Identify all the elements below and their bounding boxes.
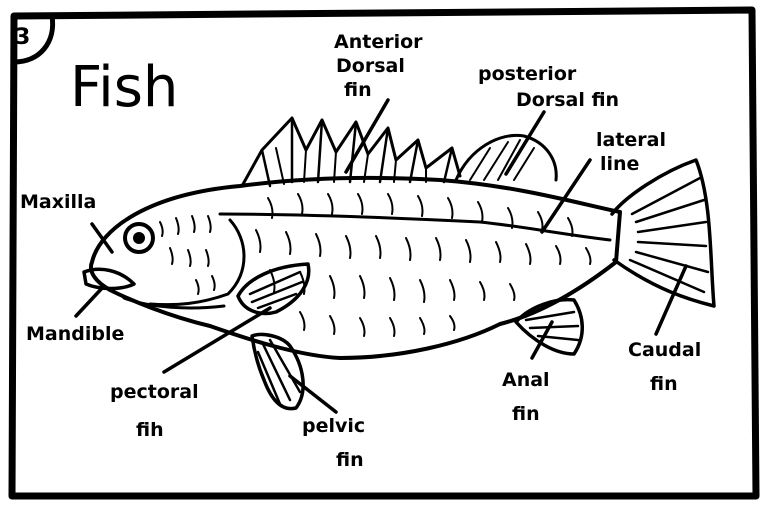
label-posterior-dorsal-1: posterior [478, 63, 577, 85]
label-caudal-1: Caudal [628, 339, 701, 361]
label-caudal-2: fin [650, 373, 678, 395]
page-number: 3 [15, 25, 30, 50]
label-anterior-dorsal-1: Anterior [334, 31, 423, 53]
label-anterior-dorsal-2: Dorsal [336, 55, 405, 77]
label-pectoral-1: pectoral [110, 381, 199, 403]
page-number-badge: 3 [14, 16, 53, 62]
anterior-dorsal-fin [242, 118, 460, 186]
label-pectoral-2: fih [136, 419, 164, 441]
label-posterior-dorsal-2: Dorsal fin [516, 89, 619, 111]
label-lateral-line-1: lateral [596, 129, 666, 151]
label-anal-1: Anal [502, 369, 550, 391]
label-maxilla: Maxilla [20, 191, 96, 213]
label-pelvic-1: pelvic [302, 415, 365, 437]
label-mandible: Mandible [26, 323, 124, 345]
fish-body [84, 178, 620, 358]
title: Fish [70, 55, 178, 120]
label-lateral-line-2: line [600, 153, 639, 175]
pectoral-fin [238, 264, 309, 313]
caudal-fin [612, 160, 714, 306]
label-anal-2: fin [512, 403, 540, 425]
label-anterior-dorsal-3: fin [344, 79, 372, 101]
label-pelvic-2: fin [336, 449, 364, 471]
